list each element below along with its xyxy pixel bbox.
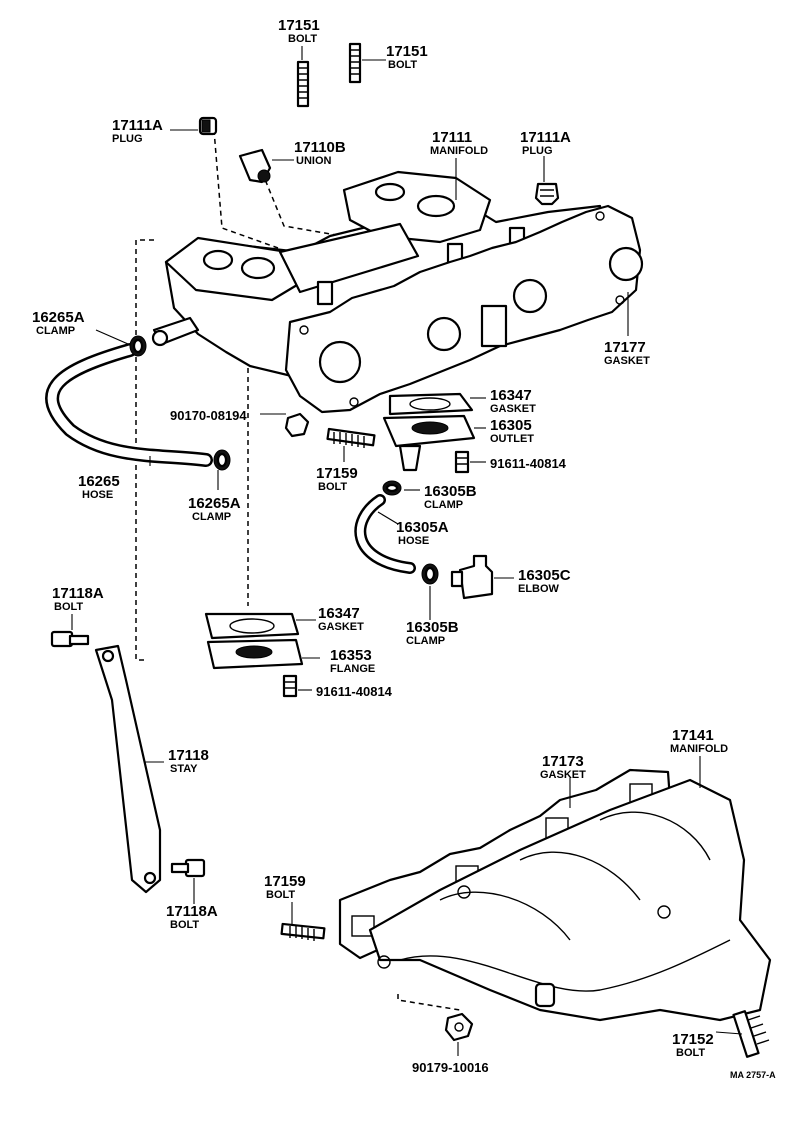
gasket-16347-upper-part bbox=[388, 392, 474, 416]
label-17111a-left-number: 17111A bbox=[112, 117, 163, 134]
label-16265a-lower-name: CLAMP bbox=[192, 511, 231, 523]
clamp-16265a-lower-part bbox=[213, 449, 231, 471]
label-16305b-lower-number: 16305B bbox=[406, 619, 459, 636]
label-17141-name: MANIFOLD bbox=[670, 743, 728, 755]
label-17151-right-name: BOLT bbox=[388, 59, 417, 71]
label-17118a-lower-name: BOLT bbox=[170, 919, 199, 931]
bolt-17159-lower-part bbox=[280, 922, 326, 941]
bolt-17159-upper-part bbox=[326, 427, 376, 448]
label-16265a-top-name: CLAMP bbox=[36, 325, 75, 337]
clamp-16305b-upper-part bbox=[382, 480, 402, 496]
label-17159-upper-name: BOLT bbox=[318, 481, 347, 493]
label-17173-number: 17173 bbox=[542, 753, 584, 770]
label-17118a-upper-number: 17118A bbox=[52, 585, 104, 602]
label-16265-name: HOSE bbox=[82, 489, 113, 501]
label-17141-number: 17141 bbox=[672, 727, 714, 744]
label-16305a-number: 16305A bbox=[396, 519, 449, 536]
label-16353-number: 16353 bbox=[330, 647, 372, 664]
label-17151-right-number: 17151 bbox=[386, 43, 428, 60]
leader-lines bbox=[71, 46, 743, 1056]
nut-90179-part bbox=[444, 1012, 474, 1042]
hose-16305a-part bbox=[354, 494, 416, 574]
union-17110b-part bbox=[238, 148, 272, 184]
label-17151-top-name: BOLT bbox=[288, 33, 317, 45]
gasket-17177-part bbox=[284, 204, 644, 414]
label-16347-lower-number: 16347 bbox=[318, 605, 360, 622]
plug-17111a-right-part bbox=[534, 182, 560, 206]
label-90179-number: 90179-10016 bbox=[412, 1060, 489, 1075]
label-17152-name: BOLT bbox=[676, 1047, 705, 1059]
label-90170-number: 90170-08194 bbox=[170, 408, 247, 423]
label-17118a-lower-number: 17118A bbox=[166, 903, 218, 920]
stay-17118-part bbox=[94, 644, 162, 894]
label-16305b-upper-number: 16305B bbox=[424, 483, 477, 500]
bolt-91611-upper-part bbox=[454, 450, 470, 474]
bolt-17151-top-part bbox=[296, 60, 310, 108]
label-16305a-name: HOSE bbox=[398, 535, 429, 547]
elbow-16305c-part bbox=[450, 554, 494, 600]
label-17111a-right-number: 17111A bbox=[520, 129, 571, 146]
label-17111a-right-name: PLUG bbox=[522, 145, 553, 157]
label-17159-lower-number: 17159 bbox=[264, 873, 306, 890]
label-16265a-top-number: 16265A bbox=[32, 309, 85, 326]
bolt-91611-lower-part bbox=[282, 674, 298, 698]
label-17110b-number: 17110B bbox=[294, 139, 346, 156]
bolt-17151-right-part bbox=[348, 42, 362, 84]
bolt-17118a-upper-part bbox=[50, 630, 90, 648]
label-16347-upper-number: 16347 bbox=[490, 387, 532, 404]
flange-16353-part bbox=[206, 638, 304, 670]
label-16265a-lower-number: 16265A bbox=[188, 495, 241, 512]
label-17177-number: 17177 bbox=[604, 339, 646, 356]
label-17177-name: GASKET bbox=[604, 355, 650, 367]
label-17110b-name: UNION bbox=[296, 155, 332, 167]
label-16305b-lower-name: CLAMP bbox=[406, 635, 445, 647]
label-16305c-number: 16305C bbox=[518, 567, 571, 584]
label-16305b-upper-name: CLAMP bbox=[424, 499, 463, 511]
bolt-17118a-lower-part bbox=[170, 858, 206, 878]
bolt-17152-part bbox=[732, 1010, 770, 1058]
label-16353-name: FLANGE bbox=[330, 663, 375, 675]
label-16347-lower-name: GASKET bbox=[318, 621, 364, 633]
outlet-16305-part bbox=[382, 414, 476, 472]
label-91611-lower-number: 91611-40814 bbox=[316, 684, 393, 699]
label-17111-name: MANIFOLD bbox=[430, 145, 488, 157]
label-91611-upper-number: 91611-40814 bbox=[490, 456, 567, 471]
label-17118-name: STAY bbox=[170, 763, 198, 775]
clamp-16265a-top-part bbox=[129, 335, 147, 357]
nut-90170-part bbox=[284, 412, 310, 438]
label-17118a-upper-name: BOLT bbox=[54, 601, 83, 613]
plug-17111a-left-part bbox=[198, 116, 218, 136]
label-17159-upper-number: 17159 bbox=[316, 465, 358, 482]
label-17151-top-number: 17151 bbox=[278, 17, 320, 34]
label-17111a-left-name: PLUG bbox=[112, 133, 143, 145]
label-17118-number: 17118 bbox=[168, 747, 209, 764]
drawing-reference: MA 2757-A bbox=[730, 1070, 776, 1080]
label-16305c-name: ELBOW bbox=[518, 583, 560, 595]
hose-16265-part bbox=[45, 343, 213, 467]
label-17173-name: GASKET bbox=[540, 769, 586, 781]
label-17159-lower-name: BOLT bbox=[266, 889, 295, 901]
clamp-16305b-lower-part bbox=[421, 563, 439, 585]
label-17111-number: 17111 bbox=[432, 129, 472, 146]
label-16305-name: OUTLET bbox=[490, 433, 534, 445]
label-16347-upper-name: GASKET bbox=[490, 403, 536, 415]
manifold-17141-part bbox=[368, 778, 772, 1022]
gasket-16347-lower-part bbox=[204, 612, 300, 640]
label-16305-number: 16305 bbox=[490, 417, 532, 434]
part-labels: 17151 BOLT 17151 BOLT 17111A PLUG 17110B… bbox=[32, 17, 776, 1080]
label-16265-number: 16265 bbox=[78, 473, 120, 490]
label-17152-number: 17152 bbox=[672, 1031, 714, 1048]
